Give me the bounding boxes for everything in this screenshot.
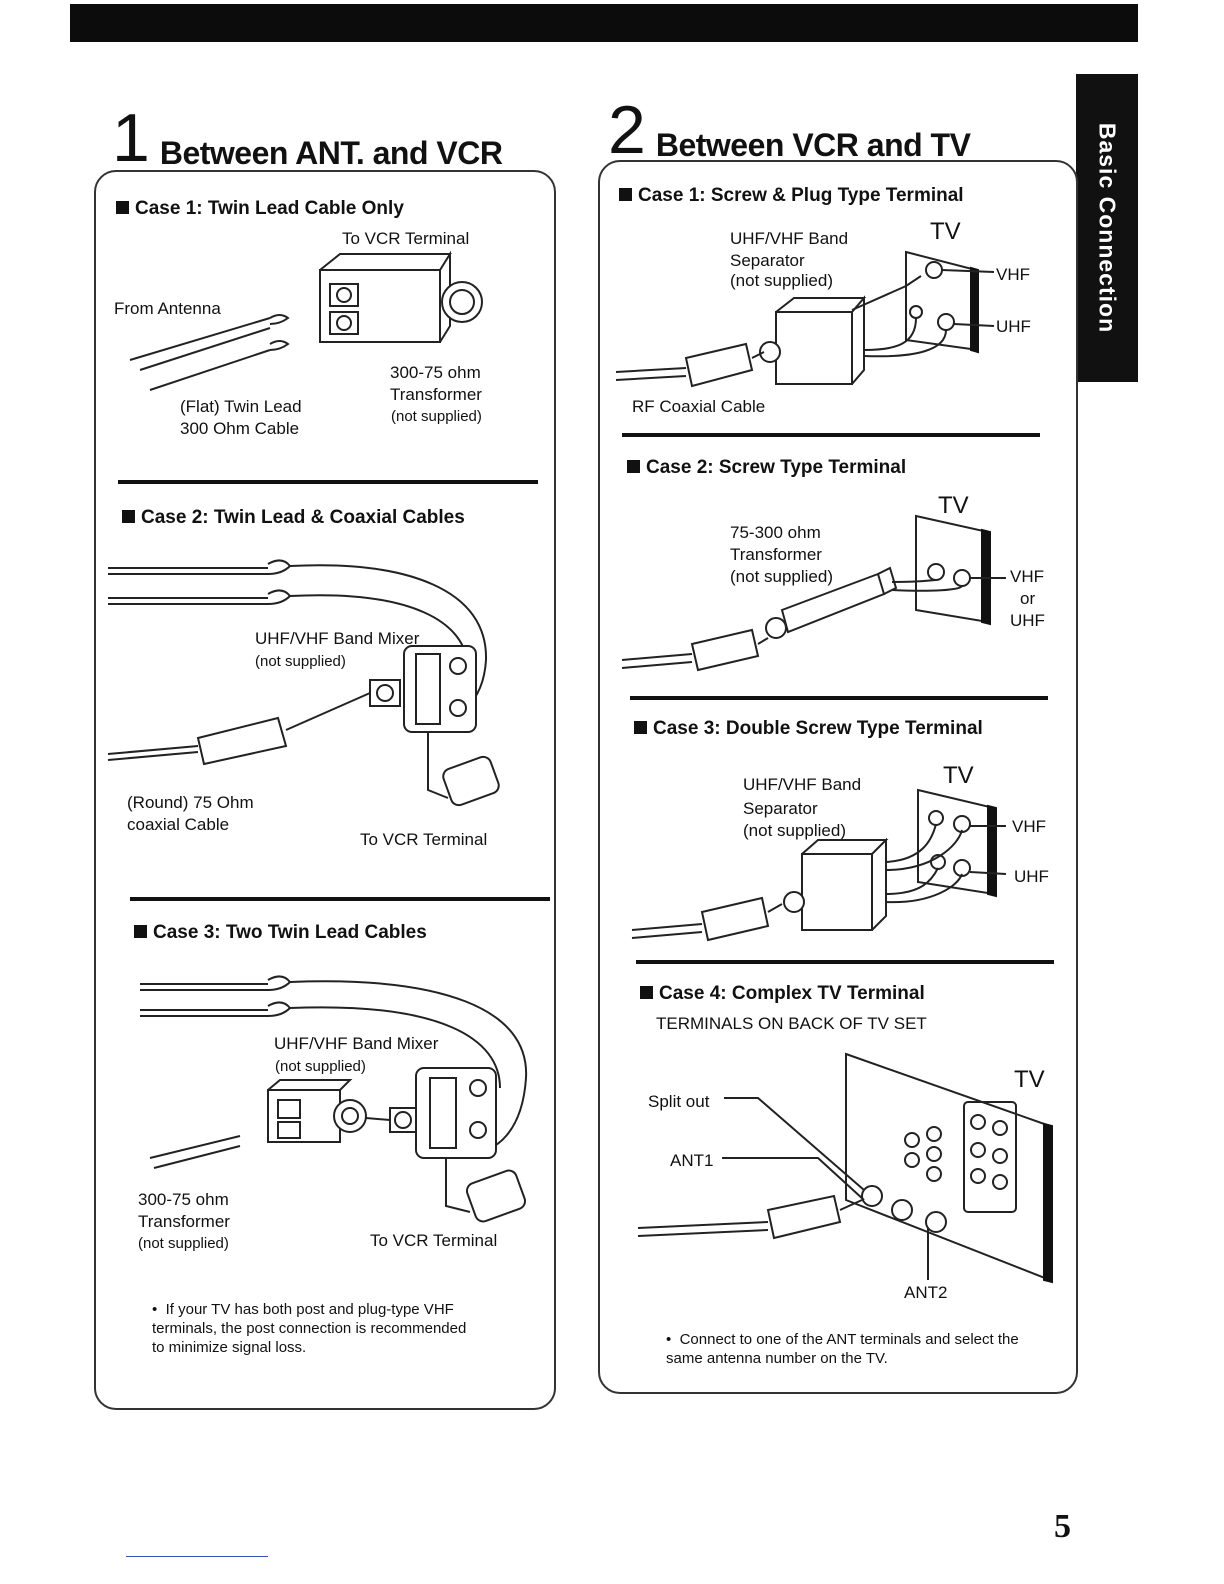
s2c3-sep-label-1: UHF/VHF Band	[743, 775, 862, 794]
s1-rule-2	[130, 897, 550, 901]
s1c2-mixer-label: UHF/VHF Band Mixer	[255, 629, 420, 648]
s1c1-transformer-diagram	[129, 250, 483, 391]
s1c2-to-vcr-label: To VCR Terminal	[360, 830, 488, 849]
s2-case3-heading: Case 3: Double Screw Type Terminal	[634, 718, 983, 740]
s1c3-to-vcr-label: To VCR Terminal	[370, 1231, 498, 1250]
s2-case2-heading: Case 2: Screw Type Terminal	[627, 457, 906, 479]
s2c3-uhf-label: UHF	[1014, 867, 1049, 886]
s1c2-mixer-diagram	[107, 559, 500, 807]
s2c4-ant1-label: ANT1	[670, 1151, 714, 1170]
s2c4-ant2-label: ANT2	[904, 1283, 948, 1302]
s1c1-transformer-label-2: Transformer	[390, 385, 482, 404]
s1c3-mixer-label: UHF/VHF Band Mixer	[274, 1034, 439, 1053]
s2-note: • Connect to one of the ANT terminals an…	[666, 1331, 1019, 1367]
s1c3-not-supplied-label: (not supplied)	[275, 1058, 366, 1075]
s2c2-tr-label-1: 75-300 ohm	[730, 523, 821, 542]
s2c4-tv-label: TV	[1014, 1066, 1045, 1093]
s2c1-separator-diagram	[615, 250, 995, 388]
s2c3-sep-label-2: Separator	[743, 799, 818, 818]
s2c2-uhf-label: UHF	[1010, 611, 1045, 630]
side-tab-label: Basic Connection	[1094, 122, 1121, 334]
s2c3-tv-label: TV	[943, 762, 974, 789]
s2-rule-2	[630, 696, 1048, 700]
s2c1-sep-label-1: UHF/VHF Band	[730, 229, 849, 248]
s2c2-vhf-label: VHF	[1010, 567, 1044, 586]
s1c3-transformer-label-1: 300-75 ohm	[138, 1190, 229, 1209]
s2c1-vhf-label: VHF	[996, 265, 1030, 284]
s2c4-sub-label: TERMINALS ON BACK OF TV SET	[656, 1014, 927, 1033]
s1c2-round-label-2: coaxial Cable	[127, 815, 230, 834]
s1c1-flat-label-2: 300 Ohm Cable	[180, 419, 300, 438]
top-black-bar	[70, 4, 1138, 42]
s1c2-round-label-1: (Round) 75 Ohm	[127, 793, 254, 812]
s1c1-from-antenna-label: From Antenna	[114, 299, 221, 318]
s1c1-transformer-label-1: 300-75 ohm	[390, 363, 481, 382]
section-2-panel	[598, 160, 1078, 1394]
s2-rule-3	[636, 960, 1054, 964]
section-1-number: 1	[112, 100, 150, 176]
s2c2-tr-label-3: (not supplied)	[730, 567, 834, 586]
s1c2-not-supplied-label: (not supplied)	[255, 653, 346, 670]
section-1-panel	[94, 170, 556, 1410]
s1c1-to-vcr-label: To VCR Terminal	[342, 229, 470, 248]
s2c2-tr-label-2: Transformer	[730, 545, 822, 564]
footer-line	[126, 1556, 268, 1557]
s2c3-vhf-label: VHF	[1012, 817, 1046, 836]
section-side-tab: Basic Connection	[1076, 74, 1138, 382]
s2-case1-heading: Case 1: Screw & Plug Type Terminal	[619, 185, 964, 207]
s1-note: • If your TV has both post and plug-type…	[152, 1301, 467, 1356]
s1-case3-heading: Case 3: Two Twin Lead Cables	[134, 922, 427, 944]
s2c1-rf-label: RF Coaxial Cable	[632, 397, 766, 416]
s2c2-transformer-diagram	[621, 514, 1006, 672]
s1c3-mixer-diagram	[140, 975, 528, 1223]
s2c1-uhf-label: UHF	[996, 317, 1031, 336]
s2c2-tv-label: TV	[938, 492, 969, 519]
s1c3-transformer-label-3: (not supplied)	[138, 1235, 229, 1252]
s2c3-separator-diagram	[631, 788, 1007, 942]
section-1-title: Between ANT. and VCR	[159, 135, 503, 171]
s1-case2-heading: Case 2: Twin Lead & Coaxial Cables	[122, 507, 465, 529]
s2c4-complex-terminal-diagram	[637, 1052, 1053, 1284]
page-number: 5	[1054, 1508, 1071, 1545]
s2c4-split-label: Split out	[648, 1092, 710, 1111]
s1-case1-heading: Case 1: Twin Lead Cable Only	[116, 198, 404, 220]
section-2-number: 2	[608, 92, 646, 168]
s2c1-tv-label: TV	[930, 218, 961, 245]
s2c3-sep-label-3: (not supplied)	[743, 821, 847, 840]
s1-rule-1	[118, 480, 538, 484]
s1c1-flat-label-1: (Flat) Twin Lead	[180, 397, 302, 416]
s2-rule-1	[622, 433, 1040, 437]
s1c1-transformer-label-3: (not supplied)	[391, 408, 482, 425]
s2-case4-heading: Case 4: Complex TV Terminal	[640, 983, 925, 1005]
s2c1-sep-label-2: Separator	[730, 251, 805, 270]
s1c3-transformer-label-2: Transformer	[138, 1212, 230, 1231]
section-2-title: Between VCR and TV	[655, 127, 971, 163]
s2c1-sep-label-3: (not supplied)	[730, 271, 834, 290]
s2c2-or-label: or	[1020, 589, 1036, 608]
